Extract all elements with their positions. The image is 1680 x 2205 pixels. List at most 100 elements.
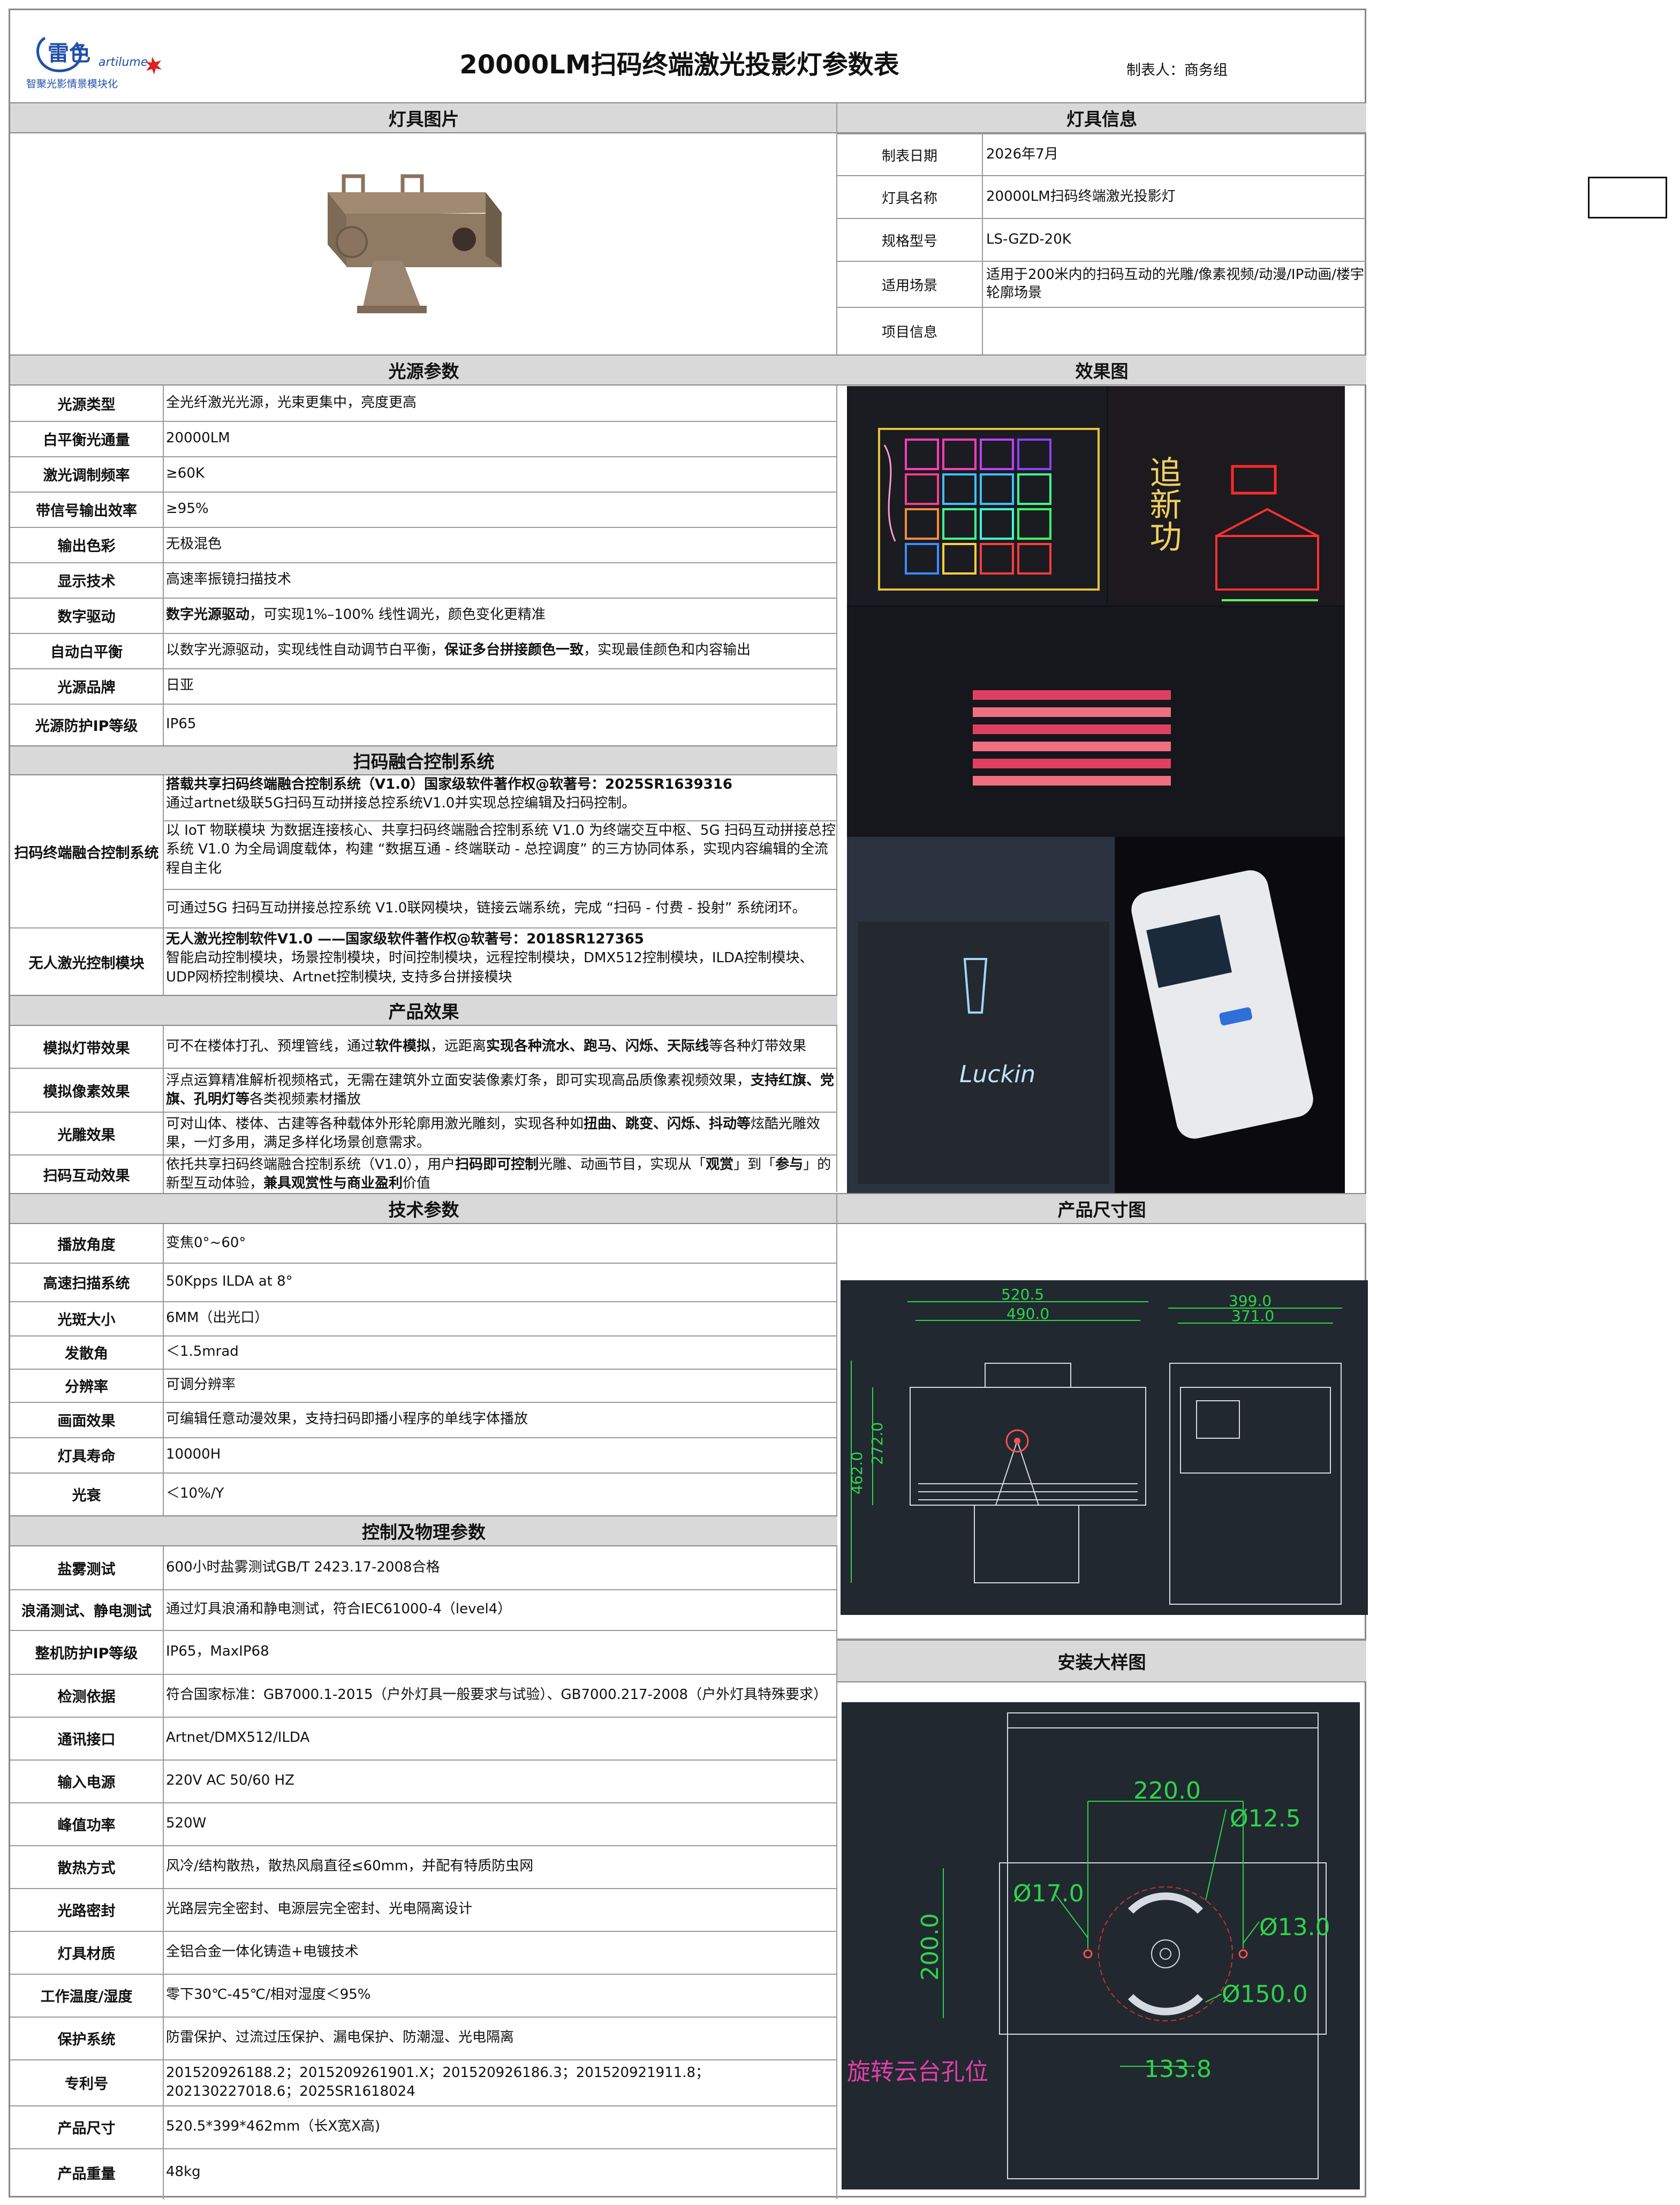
tech-value: 可编辑任意动漫效果，支持扫码即播小程序的单线字体播放 <box>166 1411 528 1428</box>
physical-value: 防雷保护、过流过压保护、漏电保护、防潮湿、光电隔离 <box>166 2029 514 2046</box>
light-value-digital: 数字光源驱动，可实现1%–100% 线性调光，颜色变化更精准 <box>166 607 546 623</box>
physical-label: 散热方式 <box>57 1860 116 1877</box>
tech-label: 播放角度 <box>57 1236 116 1253</box>
physical-label: 工作温度/湿度 <box>40 1988 133 2005</box>
physical-label: 浪涌测试、静电测试 <box>21 1603 152 1620</box>
section-light-source: 光源参数 <box>10 354 837 386</box>
svg-text:462.0: 462.0 <box>848 1452 866 1494</box>
physical-value: 220V AC 50/60 HZ <box>166 1772 294 1789</box>
physical-value: 通过灯具浪涌和静电测试，符合IEC61000-4（level4） <box>166 1601 512 1618</box>
tech-value: 6MM（出光口） <box>166 1310 269 1326</box>
section-install-drawing: 安装大样图 <box>837 1640 1366 1682</box>
svg-text:272.0: 272.0 <box>868 1422 886 1465</box>
info-value-name: 20000LM扫码终端激光投影灯 <box>986 188 1176 205</box>
light-label: 数字驱动 <box>57 608 116 625</box>
svg-text:Ø13.0: Ø13.0 <box>1259 1914 1330 1941</box>
section-tech: 技术参数 <box>10 1193 837 1224</box>
section-effect: 效果图 <box>837 354 1366 386</box>
tech-value: 可调分辨率 <box>166 1377 236 1393</box>
info-value-scene: 适用于200米内的扫码互动的光雕/像素视频/动漫/IP动画/楼宇轮廓场景 <box>986 267 1365 301</box>
physical-value: 600小时盐雾测试GB/T 2423.17-2008合格 <box>166 1559 440 1576</box>
light-value: 全光纤激光光源，光束更集中，亮度更高 <box>166 395 417 411</box>
light-value: 无极混色 <box>166 536 222 553</box>
tech-label: 分辨率 <box>65 1378 108 1395</box>
tech-label: 灯具寿命 <box>57 1448 116 1465</box>
laser-control-label: 无人激光控制模块 <box>28 955 145 972</box>
physical-value: 48kg <box>166 2164 201 2180</box>
svg-text:雷色: 雷色 <box>48 41 90 66</box>
svg-text:Luckin: Luckin <box>959 1061 1035 1088</box>
physical-label: 产品尺寸 <box>57 2120 116 2137</box>
light-value: IP65 <box>166 716 196 733</box>
size-drawing: 520.5 490.0 399.0 371.0 462.0 272.0 <box>841 1280 1368 1615</box>
effect-label: 光雕效果 <box>57 1127 116 1144</box>
svg-text:133.8: 133.8 <box>1144 2056 1212 2083</box>
section-fixture-info: 灯具信息 <box>837 102 1366 133</box>
effect-value-strip: 可不在楼体打孔、预埋管线，通过软件模拟，远距离实现各种流水、跑马、闪烁、天际线等… <box>166 1038 807 1055</box>
light-label: 光源品牌 <box>57 679 116 696</box>
info-label-date: 制表日期 <box>881 148 937 164</box>
effect-image: 追新功 Luckin <box>847 386 1345 1195</box>
scan-label: 扫码终端融合控制系统 <box>14 844 159 862</box>
scan-row-2: 以 IoT 物联模块 为数据连接核心、共享扫码终端融合控制系统 V1.0 为终端… <box>166 822 836 877</box>
laser-control-row: 无人激光控制软件V1.0 ——国家级软件著作权@软著号：2018SR127365… <box>166 931 814 985</box>
effect-value-sculpt: 可对山体、楼体、古建等各种载体外形轮廓用激光雕刻，实现各种如扭曲、跳变、闪烁、抖… <box>166 1115 821 1151</box>
physical-value: 520W <box>166 1815 207 1832</box>
physical-value: 零下30℃-45℃/相对湿度＜95% <box>166 1987 371 2003</box>
tech-value: ＜1.5mrad <box>166 1343 239 1360</box>
light-value: 日亚 <box>166 677 194 694</box>
effect-value-scan: 依托共享扫码终端融合控制系统（V1.0），用户扫码即可控制光雕、动画节目，实现从… <box>166 1156 831 1191</box>
physical-value: 风冷/结构散热，散热风扇直径≤60mm，并配有特质防虫网 <box>166 1858 534 1875</box>
scan-row-1: 搭载共享扫码终端融合控制系统（V1.0）国家级软件著作权@软著号：2025SR1… <box>166 776 732 812</box>
physical-label: 通讯接口 <box>57 1731 116 1748</box>
tech-label: 高速扫描系统 <box>43 1275 130 1292</box>
svg-text:Ø17.0: Ø17.0 <box>1013 1880 1084 1907</box>
info-label-model: 规格型号 <box>881 233 937 250</box>
effect-label: 模拟灯带效果 <box>43 1040 130 1057</box>
effect-label: 扫码互动效果 <box>43 1167 130 1184</box>
physical-value: 201520926188.2；2015209261901.X；201520926… <box>166 2064 710 2100</box>
light-value-whitebalance: 以数字光源驱动，实现线性自动调节白平衡，保证多台拼接颜色一致，实现最佳颜色和内容… <box>166 642 751 659</box>
svg-text:520.5: 520.5 <box>1001 1286 1044 1303</box>
svg-text:490.0: 490.0 <box>1007 1305 1049 1323</box>
effect-value-pixel: 浮点运算精准解析视频格式，无需在建筑外立面安装像素灯条，即可实现高品质像素视频效… <box>166 1072 835 1107</box>
light-label: 光源类型 <box>57 396 116 413</box>
physical-label: 产品重量 <box>57 2165 116 2183</box>
light-label: 输出色彩 <box>57 538 116 555</box>
tech-label: 光斑大小 <box>57 1311 116 1328</box>
light-value: ≥95% <box>166 501 209 517</box>
svg-text:智聚光影情景模块化: 智聚光影情景模块化 <box>26 78 118 90</box>
light-value: ≥60K <box>166 465 205 482</box>
tech-value: ＜10%/Y <box>166 1485 224 1502</box>
light-label: 光源防护IP等级 <box>35 718 138 735</box>
physical-value: Artnet/DMX512/ILDA <box>166 1730 310 1746</box>
physical-label: 专利号 <box>65 2075 108 2093</box>
physical-label: 整机防护IP等级 <box>35 1645 138 1662</box>
light-label: 自动白平衡 <box>50 644 123 661</box>
company-logo: 雷色 artilume 智聚光影情景模块化 <box>24 27 173 97</box>
physical-value: 光路层完全密封、电源层完全密封、光电隔离设计 <box>166 1901 473 1917</box>
info-value-date: 2026年7月 <box>986 146 1058 163</box>
tech-value: 50Kpps ILDA at 8° <box>166 1273 293 1290</box>
physical-label: 检测依据 <box>57 1688 116 1705</box>
spec-sheet: 雷色 artilume 智聚光影情景模块化 20000LM扫码终端激光投影灯参数… <box>9 9 1368 2199</box>
info-value-model: LS-GZD-20K <box>986 231 1071 248</box>
light-label: 激光调制频率 <box>43 467 130 484</box>
tech-label: 光衰 <box>72 1487 101 1504</box>
maker-text: 制表人：商务组 <box>1126 62 1228 79</box>
scan-row-3: 可通过5G 扫码互动拼接总控系统 V1.0联网模块，链接云端系统，完成 “扫码 … <box>166 900 806 917</box>
physical-label: 保护系统 <box>57 2031 116 2048</box>
fixture-photo <box>287 154 539 324</box>
physical-label: 盐雾测试 <box>57 1561 116 1578</box>
physical-label: 峰值功率 <box>57 1817 116 1834</box>
svg-text:artilume: artilume <box>99 56 148 69</box>
info-label-project: 项目信息 <box>881 324 937 341</box>
svg-text:371.0: 371.0 <box>1231 1307 1274 1325</box>
tech-value: 10000H <box>166 1446 221 1463</box>
svg-text:399.0: 399.0 <box>1229 1292 1272 1310</box>
info-label-name: 灯具名称 <box>881 190 937 207</box>
section-physical: 控制及物理参数 <box>10 1515 837 1546</box>
physical-label: 光路密封 <box>57 1902 116 1920</box>
install-drawing: 220.0 Ø12.5 Ø17.0 Ø13.0 200.0 Ø150.0 133… <box>842 1702 1360 2189</box>
info-value-project <box>983 308 1366 354</box>
